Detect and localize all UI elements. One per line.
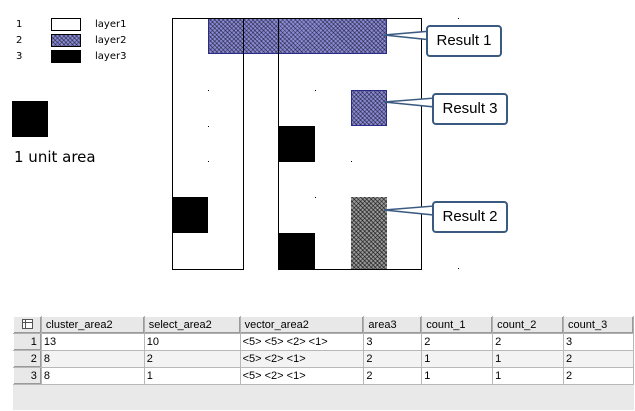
unit-area-label: 1 unit area	[14, 148, 96, 166]
table-cell[interactable]: 3	[563, 333, 634, 351]
result1-region	[208, 18, 387, 54]
legend-label-layer1: layer1	[95, 19, 127, 30]
table-cell[interactable]: 1	[421, 350, 494, 368]
table-cell[interactable]: 13	[40, 333, 145, 351]
table-cell[interactable]: 1	[421, 367, 494, 385]
grid-dot	[458, 268, 459, 269]
table-corner-icon[interactable]	[13, 316, 42, 334]
table-cell[interactable]: 2	[363, 367, 423, 385]
row-number[interactable]: 1	[13, 333, 42, 351]
callout-result1: Result 1	[426, 25, 502, 57]
layer3-block	[172, 197, 208, 233]
legend-swatch-layer1	[51, 18, 81, 31]
table-cell[interactable]: 2	[421, 333, 494, 351]
table-cell[interactable]: 1	[492, 367, 565, 385]
row-number[interactable]: 3	[13, 367, 42, 385]
result3-region	[351, 90, 387, 126]
legend-num-1: 1	[16, 19, 23, 30]
table-row[interactable]: 1 13 10 <5> <5> <2> <1> 3 2 2 3	[13, 333, 634, 351]
grid-dot	[208, 161, 209, 162]
grid-dot	[208, 126, 209, 127]
table-cell[interactable]: <5> <2> <1>	[239, 350, 365, 368]
grid-dot	[458, 18, 459, 19]
table-cell[interactable]: 1	[143, 367, 241, 385]
table-cell[interactable]: 2	[492, 333, 565, 351]
legend-label-layer2: layer2	[95, 35, 127, 46]
legend-num-3: 3	[16, 51, 23, 62]
table-cell[interactable]: 2	[563, 350, 634, 368]
layer1-polygon-right	[278, 18, 422, 270]
table-cell[interactable]: 8	[40, 350, 145, 368]
table-cell[interactable]: <5> <2> <1>	[239, 367, 365, 385]
connector-line	[243, 18, 279, 19]
layer1-polygon-left	[172, 18, 244, 270]
table-row[interactable]: 2 8 2 <5> <2> <1> 2 1 1 2	[13, 350, 634, 368]
grid-dot	[315, 90, 316, 91]
row-number[interactable]: 2	[13, 350, 42, 368]
layer3-block	[279, 233, 315, 269]
callout-result3: Result 3	[432, 93, 508, 125]
unit-area-square	[12, 101, 48, 137]
table-header-row: cluster_area2 select_area2 vector_area2 …	[13, 316, 634, 334]
table-cell[interactable]: 2	[363, 350, 423, 368]
grid-dot	[208, 90, 209, 91]
grid-dot	[351, 161, 352, 162]
column-header-cluster_area2[interactable]: cluster_area2	[40, 316, 145, 334]
legend-swatch-layer3	[51, 50, 81, 63]
legend-swatch-layer2	[51, 34, 81, 47]
table-row[interactable]: 3 8 1 <5> <2> <1> 2 1 1 2	[13, 367, 634, 385]
result2-region	[351, 197, 387, 269]
callout-result2: Result 2	[432, 201, 508, 233]
attribute-table[interactable]: cluster_area2 select_area2 vector_area2 …	[13, 316, 634, 410]
grid-dot	[315, 197, 316, 198]
table-cell[interactable]: 8	[40, 367, 145, 385]
column-header-select_area2[interactable]: select_area2	[143, 316, 241, 334]
table-cell[interactable]: 3	[363, 333, 423, 351]
table-cell[interactable]: 2	[563, 367, 634, 385]
column-header-area3[interactable]: area3	[363, 316, 423, 334]
layer3-block	[279, 126, 315, 162]
table-cell[interactable]: <5> <5> <2> <1>	[239, 333, 365, 351]
column-header-count_1[interactable]: count_1	[421, 316, 494, 334]
column-header-count_3[interactable]: count_3	[563, 316, 634, 334]
column-header-count_2[interactable]: count_2	[492, 316, 565, 334]
table-cell[interactable]: 1	[492, 350, 565, 368]
table-cell[interactable]: 2	[143, 350, 241, 368]
table-cell[interactable]: 10	[143, 333, 241, 351]
legend-label-layer3: layer3	[95, 51, 127, 62]
column-header-vector_area2[interactable]: vector_area2	[239, 316, 365, 334]
legend-num-2: 2	[16, 35, 23, 46]
